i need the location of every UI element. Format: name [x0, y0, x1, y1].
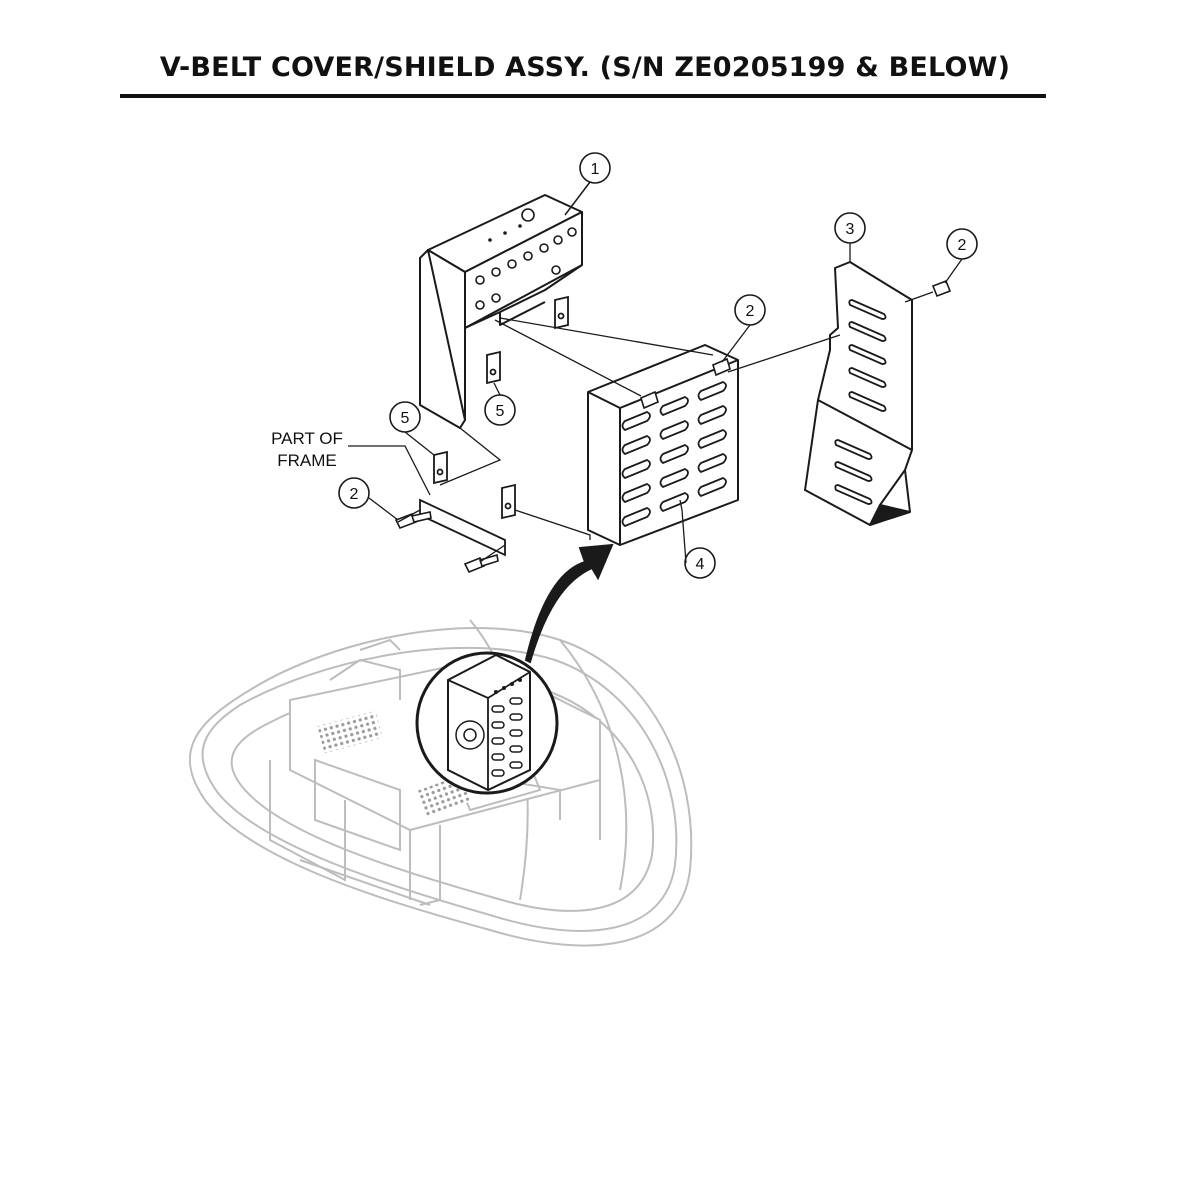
callout-2b-number: 2	[958, 237, 967, 254]
part-1-holes	[475, 208, 577, 310]
louver-slot	[697, 381, 727, 402]
callout-2a-number: 2	[746, 303, 755, 320]
frame-plate	[419, 498, 506, 557]
louver-slot	[659, 492, 689, 513]
callout-1-number: 1	[591, 161, 600, 178]
callout-1-circle	[579, 152, 611, 184]
part-1-top-dots	[488, 224, 522, 242]
zoom-detail-circle	[415, 651, 559, 795]
louver-slot	[834, 461, 873, 482]
callout-leaders	[348, 243, 963, 564]
callout-4-circle	[684, 547, 716, 579]
louver-slot	[834, 439, 873, 460]
callout-2c-circle	[338, 477, 370, 509]
callout-3-number: 3	[846, 221, 855, 238]
louver-slot	[848, 367, 887, 388]
zoom-arrow	[524, 543, 614, 664]
louver-slot	[697, 453, 727, 474]
louver-slot	[697, 405, 727, 426]
louver-slot	[659, 468, 689, 489]
frame-label-line1: PART OF	[271, 429, 343, 448]
louver-slot	[659, 444, 689, 465]
louver-slot	[659, 420, 689, 441]
part-2-bolts	[394, 279, 952, 574]
louver-slot	[621, 411, 651, 432]
louver-slot	[697, 429, 727, 450]
mesh-grate-left	[317, 710, 383, 754]
part-5-clips	[433, 295, 569, 520]
callout-2c-number: 2	[350, 486, 359, 503]
louver-slot	[621, 483, 651, 504]
callouts	[338, 152, 978, 579]
part-3-louvers	[834, 299, 887, 505]
callout-5b-number: 5	[401, 410, 410, 427]
louver-slot	[621, 435, 651, 456]
callout-4-number: 4	[696, 556, 705, 573]
louver-slot	[621, 459, 651, 480]
title-rule	[120, 94, 1046, 98]
frame-label-line2: FRAME	[277, 451, 337, 470]
louver-slot	[659, 396, 689, 417]
leader-1	[564, 181, 591, 216]
part-4-louvers	[621, 381, 727, 528]
assembly-guide-lines	[397, 291, 934, 563]
louver-slot	[621, 507, 651, 528]
callout-numbers: 1 2 2 2 3 4 5 5	[350, 161, 967, 573]
louver-slot	[848, 321, 887, 342]
page-title: V-BELT COVER/SHIELD ASSY. (S/N ZE0205199…	[159, 52, 1011, 83]
louver-slot	[848, 344, 887, 365]
callout-5a-number: 5	[496, 403, 505, 420]
louver-slot	[848, 299, 887, 320]
louver-slot	[834, 484, 873, 505]
part-3-fold-shading	[870, 505, 910, 525]
louver-slot	[697, 477, 727, 498]
part-3-shield	[804, 261, 913, 526]
louver-slot	[848, 391, 887, 412]
